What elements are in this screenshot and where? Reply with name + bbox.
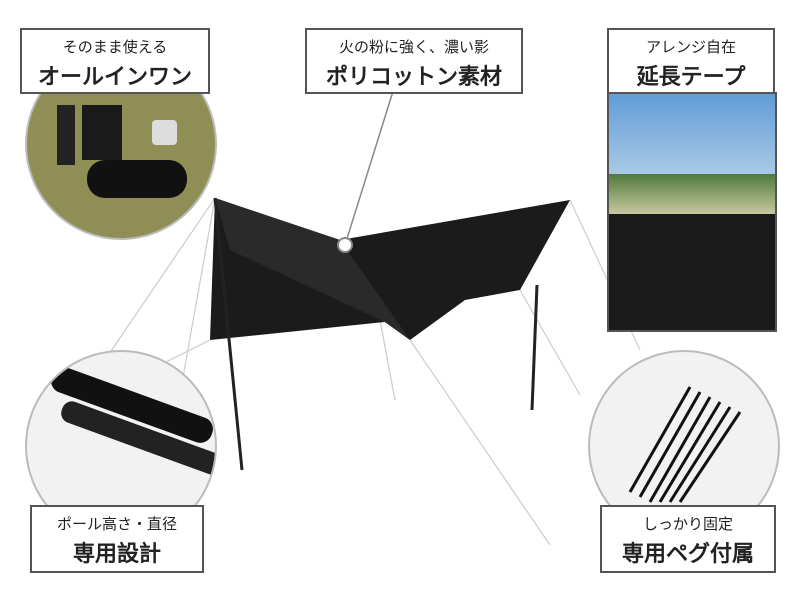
callout-main: 専用設計 bbox=[72, 542, 161, 567]
callout-main: 専用ペグ付属 bbox=[621, 542, 754, 567]
callout-sub: 火の粉に強く、濃い影 bbox=[338, 38, 489, 56]
callout-sub: しっかり固定 bbox=[642, 515, 733, 533]
callout-extension-tape: アレンジ自在 延長テープ bbox=[607, 28, 775, 94]
callout-polycotton: 火の粉に強く、濃い影 ポリコットン素材 bbox=[305, 28, 523, 94]
extension-tape-photo bbox=[607, 92, 777, 332]
callout-dot bbox=[337, 237, 353, 253]
callout-main: オールインワン bbox=[37, 65, 192, 90]
pole-left bbox=[213, 197, 244, 471]
callout-main: ポリコットン素材 bbox=[325, 65, 502, 90]
callout-sub: そのまま使える bbox=[62, 38, 168, 56]
callout-main: 延長テープ bbox=[636, 65, 746, 90]
callout-pegs: しっかり固定 専用ペグ付属 bbox=[600, 505, 776, 573]
guy-lines bbox=[104, 197, 641, 546]
callout-sub: アレンジ自在 bbox=[645, 38, 736, 56]
callout-pole: ポール高さ・直径 専用設計 bbox=[30, 505, 204, 573]
callout-all-in-one: そのまま使える オールインワン bbox=[20, 28, 210, 94]
callout-sub: ポール高さ・直径 bbox=[56, 515, 177, 533]
pole-right bbox=[530, 284, 539, 411]
